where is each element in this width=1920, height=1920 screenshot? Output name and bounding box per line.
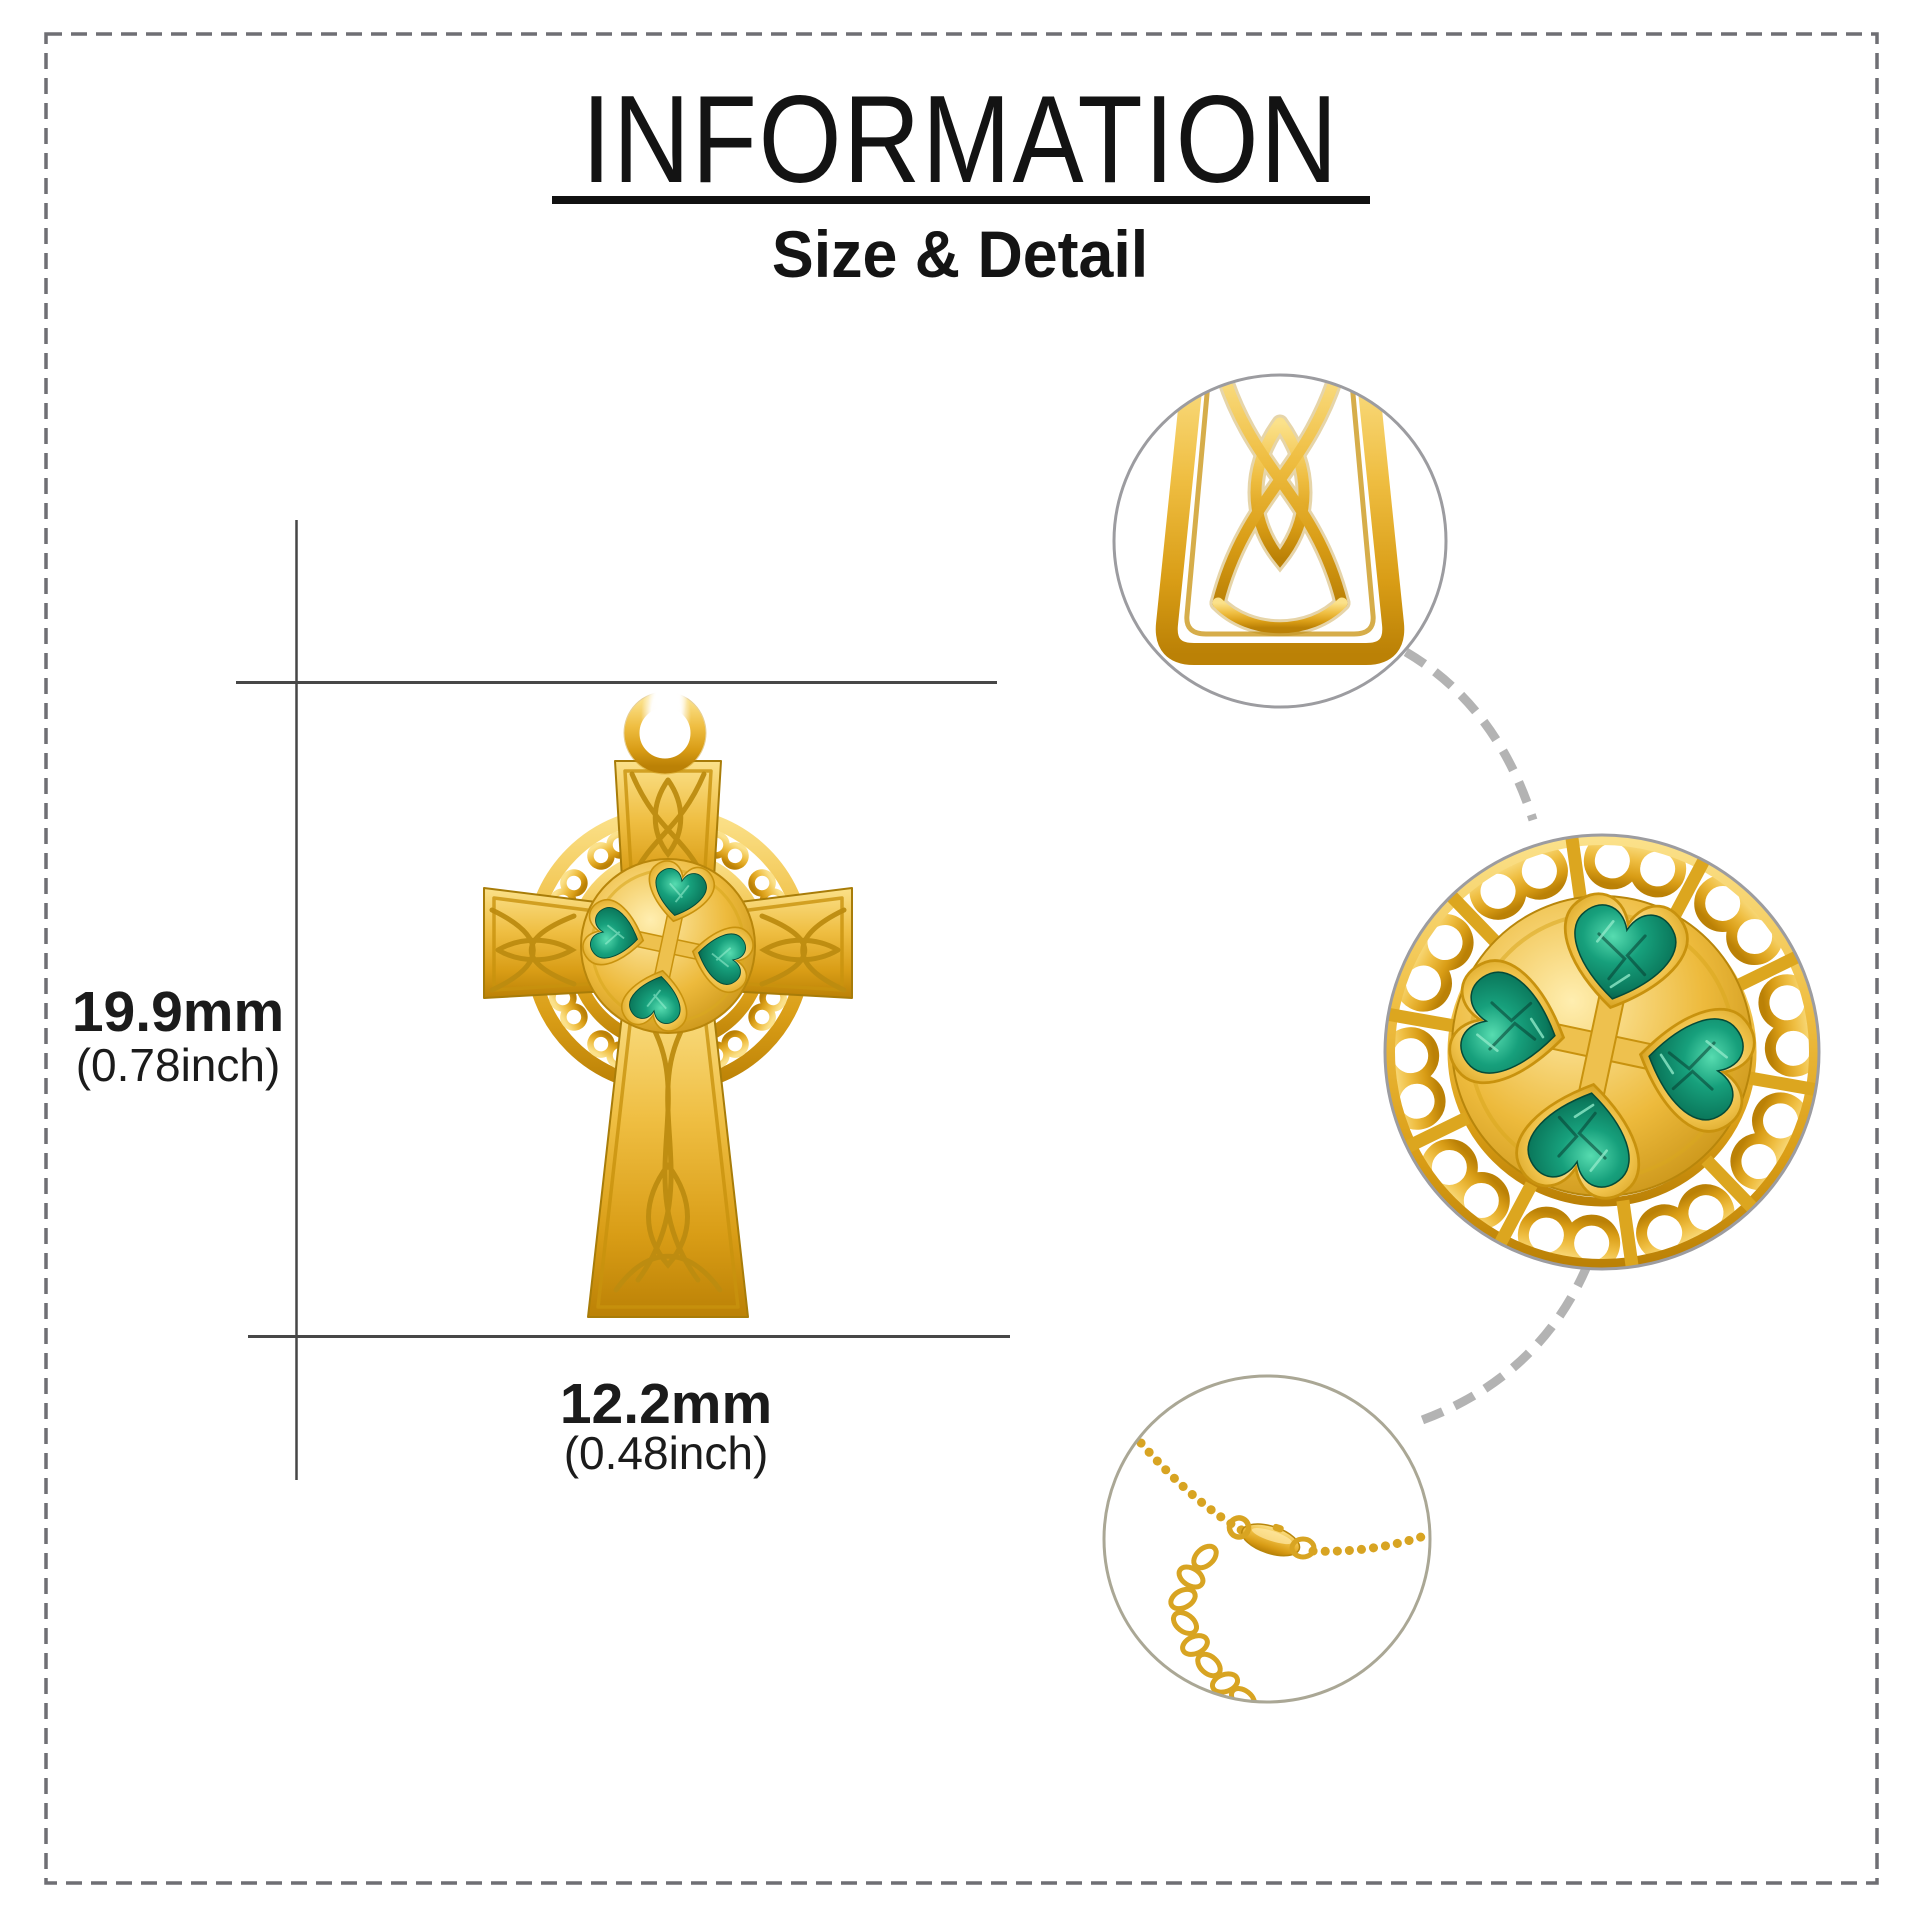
bail-frame <box>1155 376 1405 665</box>
width-value-mm: 12.2mm <box>559 1372 773 1436</box>
clover-detail-circle-border <box>1383 833 1821 1271</box>
title-underline <box>552 196 1370 204</box>
page-dashed-border <box>44 32 1879 1885</box>
page-title: INFORMATION <box>0 78 1920 202</box>
bail-detail-circle-border <box>1112 373 1448 709</box>
clover-heart-stone-zoom <box>1548 886 1695 1022</box>
lobster-clasp <box>1226 1515 1301 1557</box>
thin-chain <box>1308 1530 1429 1556</box>
thin-chain <box>1136 1438 1248 1536</box>
chain-detail-zoom <box>1136 1438 1429 1701</box>
clover-heart-stone <box>685 918 758 997</box>
jump-ring <box>1289 1536 1317 1560</box>
light-glare <box>648 642 688 734</box>
connector-top-to-middle <box>1403 648 1538 822</box>
celtic-knotwork <box>489 771 847 1293</box>
page-subtitle: Size & Detail <box>0 218 1920 291</box>
clover-heart-stone <box>617 963 696 1036</box>
chain-detail-circle-border <box>1102 1374 1432 1704</box>
height-value-mm: 19.9mm <box>71 980 285 1044</box>
clover-heart-stone <box>578 895 651 974</box>
pendant-celtic-cross <box>483 642 853 1318</box>
page-title-text: INFORMATION <box>581 71 1339 209</box>
detail-connectors <box>1403 648 1592 1428</box>
extension-chain <box>1168 1543 1276 1701</box>
clover-heart-stone-zoom <box>1442 953 1578 1100</box>
clover-medallion <box>578 856 758 1036</box>
connector-middle-to-bottom <box>1412 1264 1592 1428</box>
height-value-inch: (0.78inch) <box>75 1039 281 1091</box>
bail-detail-zoom <box>1155 376 1405 665</box>
clover-detail-zoom <box>1386 836 1818 1268</box>
width-value-inch: (0.48inch) <box>563 1427 769 1479</box>
dimension-lines <box>236 520 1010 1480</box>
clover-heart-stone <box>640 856 719 929</box>
clover-heart-stone-zoom <box>1509 1070 1656 1206</box>
page-subtitle-text: Size & Detail <box>771 217 1149 291</box>
clover-heart-stone-zoom <box>1626 992 1762 1139</box>
openwork-spokes <box>1386 836 1818 1268</box>
cross-arms <box>483 760 853 1318</box>
bail-knot <box>1212 376 1348 634</box>
